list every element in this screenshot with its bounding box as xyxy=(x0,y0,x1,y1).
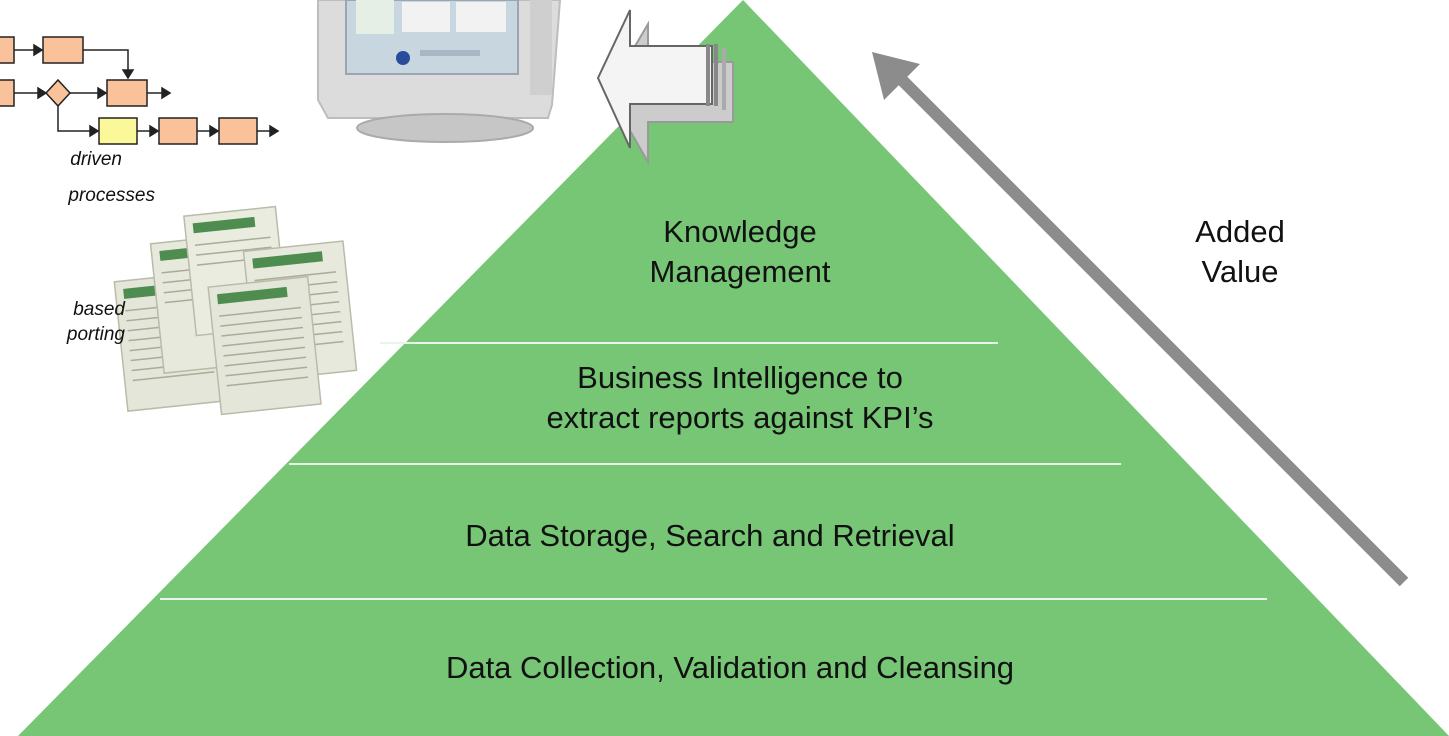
added-value-line1: Added xyxy=(1195,214,1285,249)
added-value-arrow xyxy=(872,52,1409,587)
layer-1-line1: Knowledge xyxy=(663,214,817,249)
flow-box xyxy=(42,36,84,64)
added-value-line2: Value xyxy=(1201,254,1279,289)
flow-box xyxy=(158,117,198,145)
flow-box-highlight xyxy=(98,117,138,145)
layer-knowledge-management: Knowledge Management xyxy=(540,212,940,292)
report-documents-image xyxy=(113,205,358,416)
layer-4-line1: Data Collection, Validation and Cleansin… xyxy=(445,650,1015,685)
reporting-label-line2: porting xyxy=(66,324,125,345)
layer-data-collection: Data Collection, Validation and Cleansin… xyxy=(230,648,1230,688)
reporting-label-2: porting xyxy=(67,323,125,347)
monitor-image xyxy=(302,0,572,150)
layer-business-intelligence: Business Intelligence to extract reports… xyxy=(410,358,1070,438)
layer-data-storage: Data Storage, Search and Retrieval xyxy=(310,516,1110,556)
layer-3-line1: Data Storage, Search and Retrieval xyxy=(465,518,955,553)
layer-1-line2: Management xyxy=(649,254,831,289)
flow-box xyxy=(0,36,15,64)
left-arrow-icon xyxy=(596,9,734,166)
flow-box xyxy=(218,117,258,145)
added-value-label: Added Value xyxy=(1140,212,1340,292)
processes-label: driven xyxy=(70,148,122,172)
layer-2-line1: Business Intelligence to xyxy=(577,360,903,395)
flow-box xyxy=(0,79,15,107)
layer-2-line2: extract reports against KPI’s xyxy=(546,400,934,435)
reporting-label: based xyxy=(73,298,125,322)
processes-label-2: processes xyxy=(68,184,155,208)
pyramid xyxy=(18,0,1449,736)
processes-label-line1: driven xyxy=(70,149,122,170)
flow-box xyxy=(106,79,148,107)
reporting-label-line1: based xyxy=(73,299,125,320)
flow-decision xyxy=(44,78,72,108)
process-flowchart xyxy=(0,36,280,145)
processes-label-line2: processes xyxy=(68,185,155,206)
